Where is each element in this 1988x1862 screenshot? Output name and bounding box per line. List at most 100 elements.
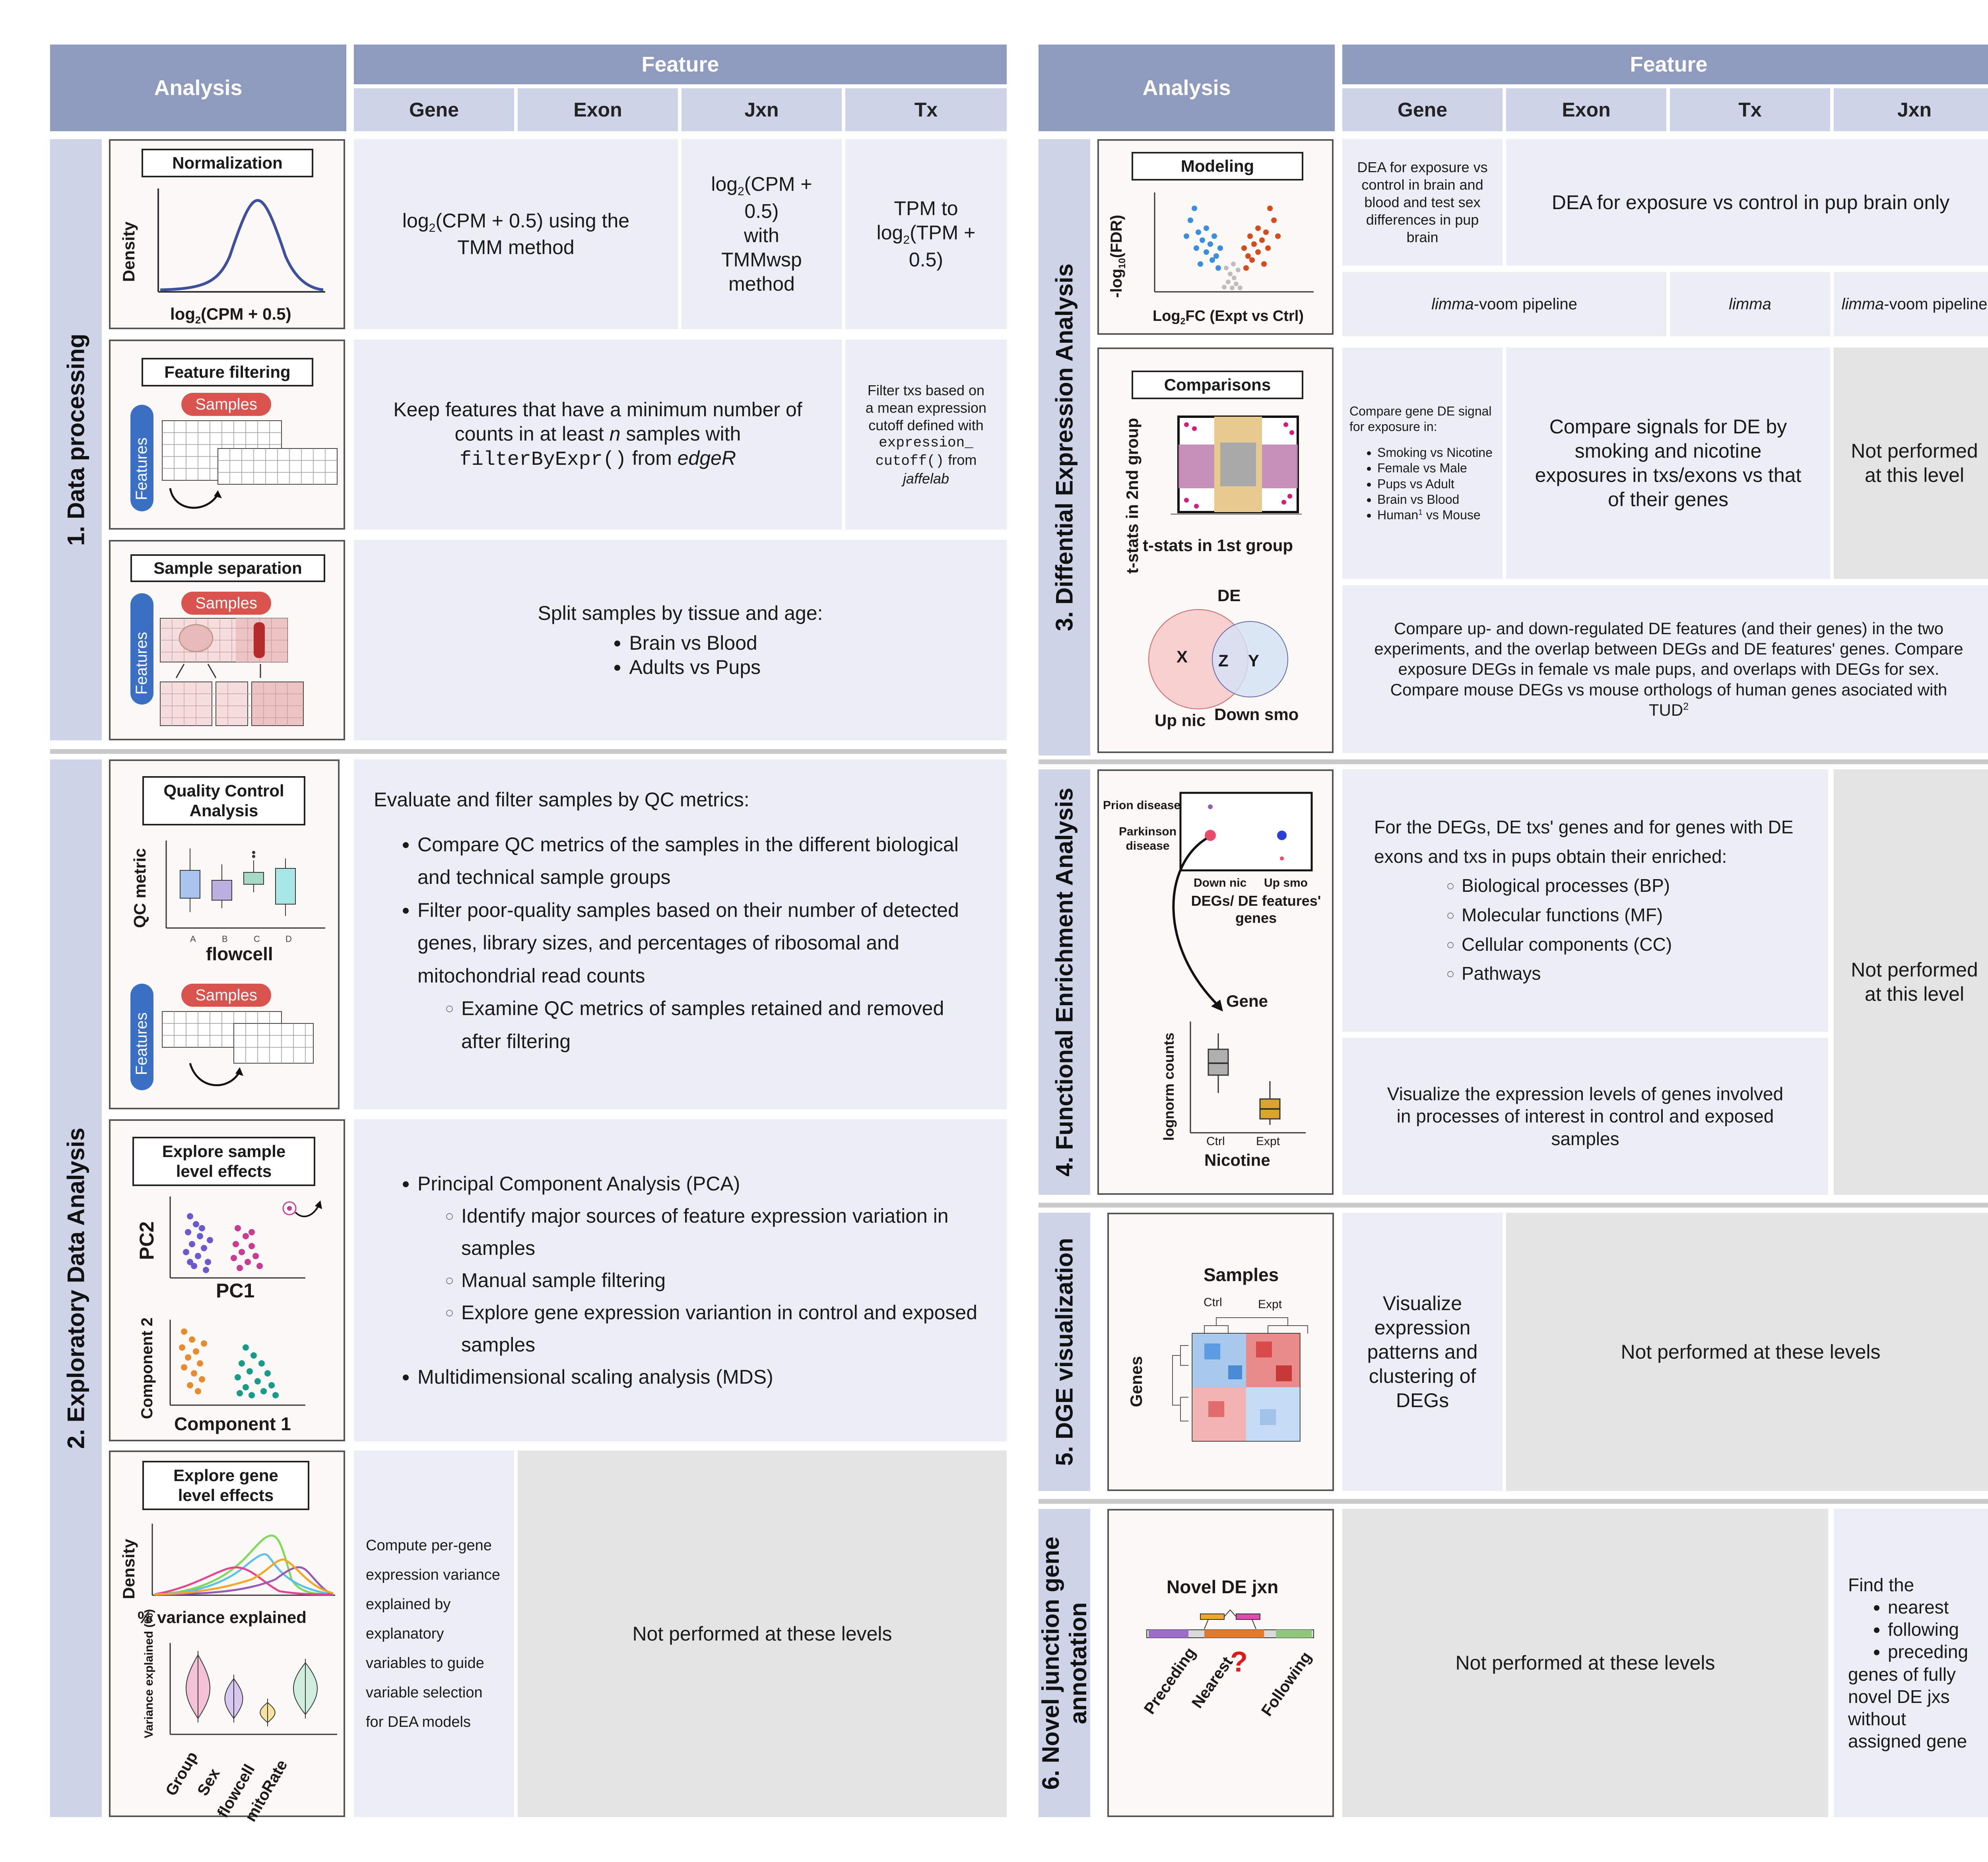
dge-viz-gene-cell: Visualize expression patterns and cluste… (1342, 1213, 1503, 1491)
samples-pill: Samples (181, 592, 271, 615)
junction-item: preceding (1888, 1641, 1981, 1663)
fea-item: Molecular functions (MF) (1462, 901, 1796, 930)
cmp-gene-item: Human1 vs Mouse (1377, 507, 1495, 523)
heat-ctrl: Ctrl (1204, 1296, 1222, 1309)
fea-item: Cellular components (CC) (1462, 930, 1796, 959)
cmp-jxn-cell: Not performed at this level (1834, 348, 1988, 579)
separation-cell: Split samples by tissue and age: Brain v… (354, 540, 1007, 740)
pipeline-jxn-cell: limma-voom pipeline (1834, 272, 1988, 336)
separation-item: Brain vs Blood (629, 631, 823, 655)
comparisons-icon: Comparisons t-stats in 2nd group t-stats… (1097, 348, 1334, 753)
junction-item: nearest (1888, 1596, 1981, 1618)
modeling-ylabel: -log10(FDR) (1108, 215, 1128, 298)
heatmap-icon: Samples Ctrl Expt Genes (1107, 1213, 1334, 1491)
pca-cell: Principal Component Analysis (PCA) Ident… (354, 1119, 1007, 1441)
section-divider (1039, 1203, 1988, 1208)
section-1-label: 1. Data processing (50, 139, 102, 740)
gene-variance-cell: Compute per-gene expression variance exp… (354, 1450, 514, 1817)
cmp-gene-item: Pups vs Adult (1377, 476, 1495, 492)
cmp-gene-cell: Compare gene DE signal for exposure in: … (1342, 348, 1503, 579)
jxn-following: Following (1258, 1648, 1315, 1720)
fea-genes-label: DEGs/ DE features'genes (1191, 893, 1321, 926)
cmp-gene-item: Smoking vs Nicotine (1377, 445, 1495, 460)
dea-rest-cell: DEA for exposure vs control in pup brain… (1506, 139, 1988, 266)
samples-pill: Samples (181, 393, 271, 416)
pipeline-tx-cell: limma (1670, 272, 1830, 336)
features-pill (130, 984, 153, 1090)
pca-bullet: Multidimensional scaling analysis (MDS) (417, 1361, 987, 1393)
normalization-icon: Normalization Density log2(CPM + 0.5) (109, 139, 345, 329)
fea-prion-label: Prion disease (1103, 799, 1181, 812)
sample-separation-icon: Sample separation Samples Features (109, 540, 345, 740)
cmp-exon-tx-cell: Compare signals for DE by smoking and ni… (1506, 348, 1830, 579)
pca-subbullet: Identify major sources of feature expres… (461, 1200, 987, 1264)
gene-variance-na-cell: Not performed at these levels (518, 1450, 1007, 1817)
left-analysis-header: Analysis (50, 45, 346, 131)
gene-effects-cat: Group (162, 1749, 202, 1799)
norm-tx-line2: log2(TPM + 0.5) (876, 221, 976, 271)
fea-expt: Expt (1256, 1135, 1280, 1148)
section-divider (1039, 759, 1988, 764)
section-4-label: 4. Functional Enrichment Analysis (1039, 769, 1090, 1195)
right-feature-header: Feature (1342, 45, 1988, 84)
pca-bullet: Principal Component Analysis (PCA) Ident… (417, 1168, 987, 1361)
fea-viz-cell: Visualize the expression levels of genes… (1342, 1038, 1828, 1195)
section-2-label: 2. Exploratory Data Analysis (50, 759, 102, 1817)
junction-na-cell: Not performed at these levels (1342, 1509, 1828, 1817)
fea-upsmo: Up smo (1264, 876, 1308, 889)
fea-downnic: Down nic (1194, 876, 1247, 889)
cmp-gene-item: Brain vs Blood (1377, 492, 1495, 507)
left-col-exon: Exon (518, 88, 678, 131)
qc-subbullet: Examine QC metrics of samples retained a… (461, 992, 987, 1058)
right-analysis-header: Analysis (1039, 45, 1335, 131)
right-col-tx: Tx (1670, 88, 1830, 131)
left-col-tx: Tx (845, 88, 1007, 131)
jxn-preceding: Preceding (1141, 1644, 1199, 1718)
filtering-tx-cell: Filter txs based on a mean expression cu… (845, 340, 1007, 530)
fea-jxn-cell: Not performed at this level (1834, 769, 1988, 1195)
feature-filtering-icon: Feature filtering Samples Features (109, 340, 345, 530)
filtering-gene-exon-jxn-cell: Keep features that have a minimum number… (354, 340, 842, 530)
junction-icon: Novel DE jxn Preceding Nearest ? Followi… (1107, 1509, 1334, 1817)
question-icon: ? (1230, 1646, 1248, 1678)
pca-subbullet: Explore gene expression variantion in co… (461, 1297, 987, 1361)
right-col-gene: Gene (1342, 88, 1503, 131)
samples-pill: Samples (181, 984, 271, 1007)
fea-ctrl: Ctrl (1206, 1135, 1225, 1148)
section-5-label: 5. DGE visualization (1039, 1213, 1090, 1491)
norm-jxn-line1: log2(CPM + 0.5) (711, 173, 812, 222)
section-6-label: 6. Novel junction gene annotation (1037, 1509, 1091, 1817)
features-pill (130, 405, 153, 511)
jxn-nearest: Nearest (1188, 1653, 1237, 1712)
fea-cell: For the DEGs, DE txs' genes and for gene… (1342, 769, 1828, 1032)
qc-cell: Evaluate and filter samples by QC metric… (354, 759, 1007, 1109)
dea-gene-cell: DEA for exposure vs control in brain and… (1342, 139, 1503, 266)
modeling-icon: Modeling -log10(FDR) Log2FC (Expt vs Ctr… (1097, 139, 1334, 335)
qc-bullet: Filter poor-quality samples based on the… (417, 894, 987, 1058)
pca-subbullet: Manual sample filtering (461, 1264, 987, 1297)
heat-expt: Expt (1258, 1298, 1282, 1311)
qc-bullet: Compare QC metrics of the samples in the… (417, 828, 987, 894)
left-col-jxn: Jxn (681, 88, 842, 131)
fea-item: Biological processes (BP) (1462, 871, 1796, 901)
junction-item: following (1888, 1618, 1981, 1641)
pipeline-gene-exon-cell: limma-voom pipeline (1342, 272, 1666, 336)
fea-item: Pathways (1462, 959, 1796, 988)
gene-effects-cat: Sex (194, 1765, 223, 1799)
junction-find-cell: Find the nearest following preceding gen… (1834, 1509, 1988, 1817)
section-divider (1039, 1499, 1988, 1504)
section-3-label: 3. Diffential Expression Analysis (1039, 139, 1090, 755)
section-divider (50, 749, 1007, 754)
left-feature-header: Feature (354, 45, 1007, 84)
cmp-all-cell: Compare up- and down-regulated DE featur… (1342, 585, 1988, 753)
cmp-gene-item: Female vs Male (1377, 460, 1495, 476)
